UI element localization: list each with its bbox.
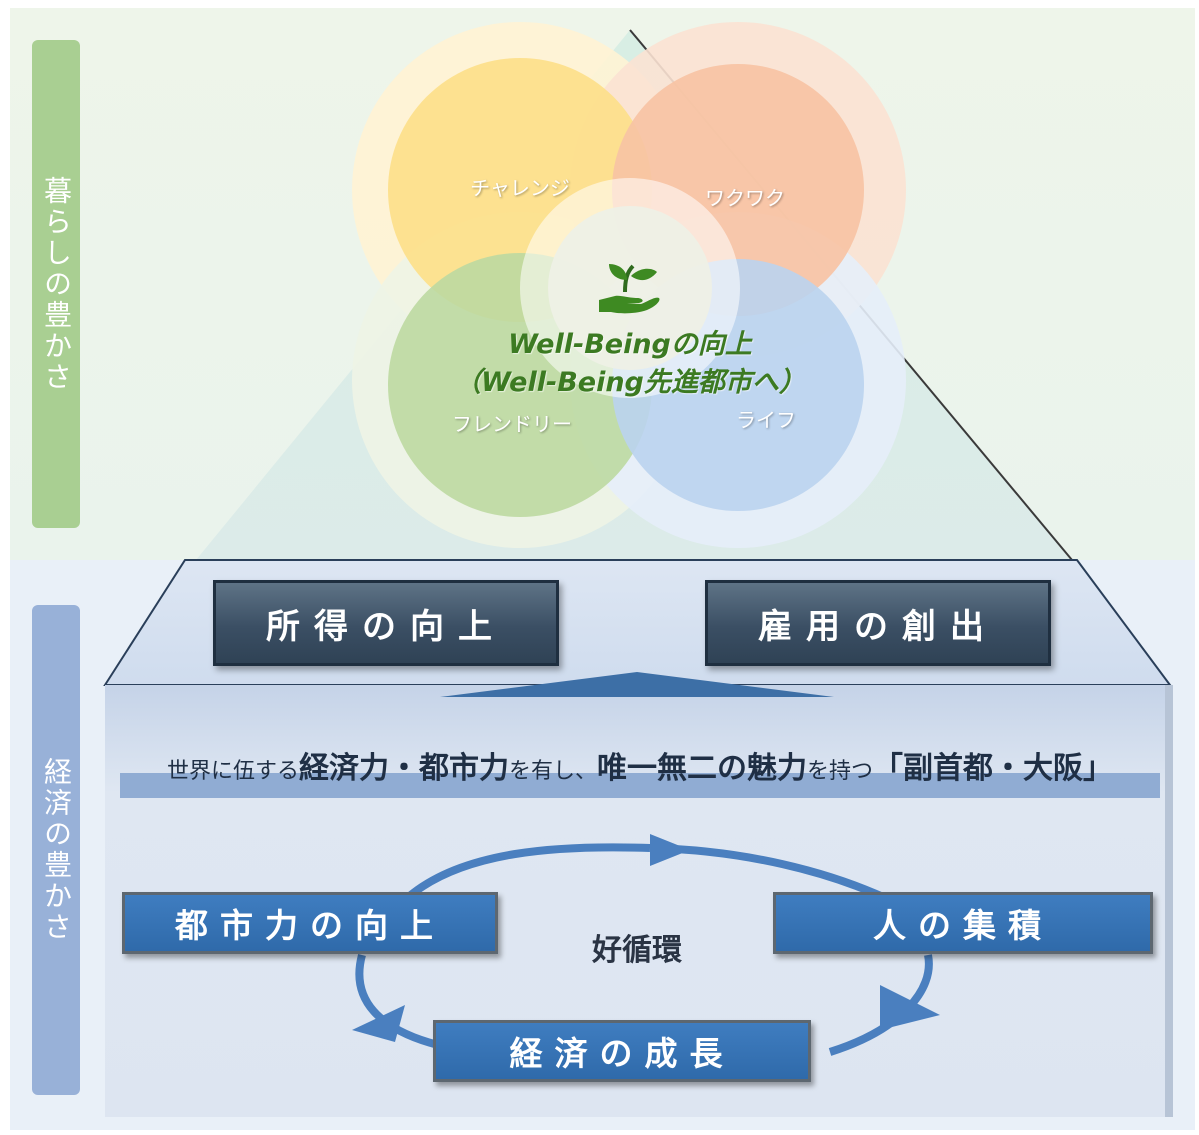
box-employment: 雇用の創出	[705, 580, 1051, 666]
side-label-economy: 経済の豊かさ	[32, 605, 80, 1095]
node-people: 人の集積	[773, 892, 1153, 954]
node-economy: 経済の成長	[433, 1020, 811, 1082]
label-challenge: チャレンジ	[470, 176, 570, 200]
center-circle	[548, 206, 712, 370]
plant-in-hand-icon	[599, 264, 660, 314]
cycle-label: 好循環	[592, 933, 682, 968]
side-label-living: 暮らしの豊かさ	[32, 40, 80, 528]
center-subtitle: （Well-Being先進都市へ）	[454, 367, 806, 398]
label-friendly: フレンドリー	[452, 412, 572, 436]
center-title: Well-Beingの向上	[508, 329, 752, 360]
cycle-arrowhead-right	[880, 985, 940, 1030]
box-income: 所得の向上	[213, 580, 559, 666]
vision-part: 「副首都・大阪」	[873, 751, 1114, 786]
cycle-arrowhead-top	[650, 834, 690, 866]
vision-statement: 世界に伍する経済力・都市力を有し、唯一無二の魅力を持つ「副首都・大阪」	[120, 743, 1160, 787]
vision-part: 経済力・都市力	[298, 751, 509, 786]
node-city-power: 都市力の向上	[122, 892, 498, 954]
vision-part: を有し、	[508, 759, 597, 784]
label-life: ライフ	[736, 408, 796, 432]
label-wakuwaku: ワクワク	[705, 186, 785, 210]
vision-band	[120, 773, 1160, 798]
up-arrow	[440, 672, 834, 697]
vision-part: 世界に伍する	[166, 759, 299, 784]
cycle-arrowhead-left	[352, 1005, 405, 1042]
vision-part: 唯一無二の魅力	[597, 751, 807, 786]
vision-part: を持つ	[807, 759, 874, 784]
